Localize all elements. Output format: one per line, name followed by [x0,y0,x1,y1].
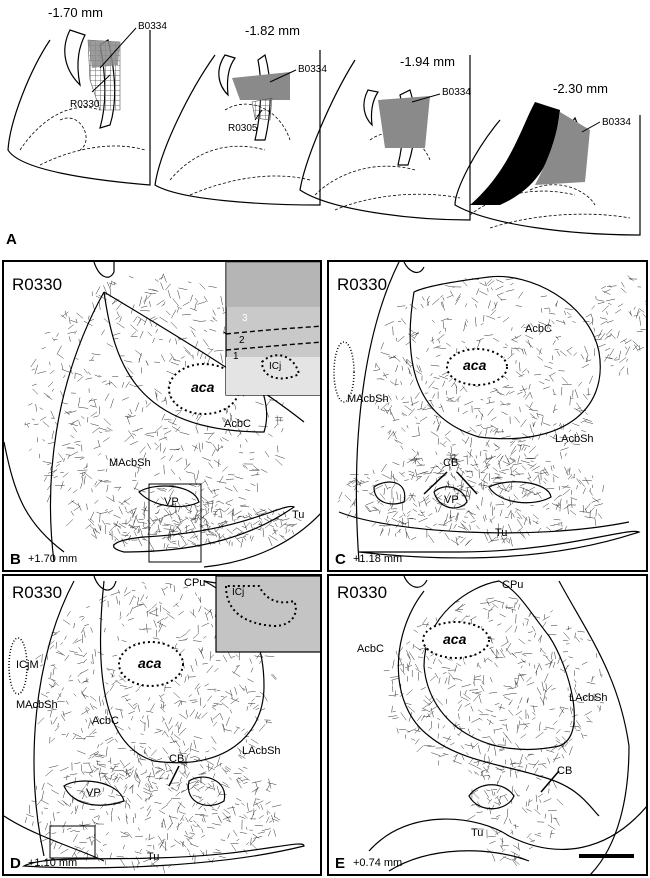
panel-e-cpu-label: CPu [502,579,524,591]
panel-d-icjm-outline [8,637,28,695]
panel-d-aca-label: aca [138,655,162,671]
panel-c-lacbsh-label: LAcbSh [555,433,594,445]
panel-e-acbc-label: AcbC [357,643,384,655]
fiber-texture [466,754,564,867]
panel-c-macbsh-label: MAcbSh [347,393,389,405]
panel-d-lacbsh-label: LAcbSh [242,745,281,757]
panel-d-inset-box [49,825,96,859]
panel-e-aca-outline [422,621,490,659]
panel-d-inset-icj: ICj [232,587,245,598]
section-2-case-b0334: B0334 [298,64,327,75]
panel-b-inset-layer-2: 2 [239,335,245,346]
panel-b-inset-icj: ICj [269,361,282,372]
panel-e-letter: E [335,855,346,872]
panel-b-inset-layer-3: 3 [242,313,248,324]
panel-c-level: +1.18 mm [353,553,403,565]
fiber-texture [25,746,282,874]
panel-c-acbc-label: AcbC [525,323,552,335]
panel-c-aca-outline [446,348,508,386]
section-3-b0334-area [378,96,430,148]
panel-d-letter: D [10,855,21,872]
panel-e-cb-label: CB [557,765,573,777]
section-2-b0334-area [232,72,290,100]
panel-d-macbsh-label: MAcbSh [16,699,58,711]
panel-d-cpu-label: CPu [184,577,206,589]
panel-c: R0330 AcbC aca MAcbSh LAcbSh CB VP Tu C … [327,260,648,572]
panel-b: R0330 aca AcbC MAcbSh VP Tu 3 2 1 ICj B … [2,260,322,572]
panel-a: -1.70 mm B0334 R0330 -1.82 mm B0334 R030… [0,0,650,258]
section-1-level: -1.70 mm [48,5,103,20]
section-1-b0334-area [88,40,120,68]
panel-c-vp-label: VP [444,494,459,506]
panel-d-vp-label: VP [86,787,101,799]
panel-a-letter: A [6,231,17,248]
panel-c-outlines [338,262,641,563]
section-2-case-r0305: R0305 [228,123,258,134]
panel-e-outlines [368,576,646,874]
section-1-case-r0330: R0330 [70,99,100,110]
panel-c-aca-label: aca [463,357,487,373]
panel-d: R0330 CPu aca ICjM MAcbSh AcbC LAcbSh CB… [2,574,322,876]
panel-b-tu-label: Tu [292,509,305,521]
fiber-texture [583,275,646,376]
section-2-level: -1.82 mm [245,23,300,38]
panel-e: R0330 CPu aca AcbC LAcbSh CB Tu E +0.74 … [327,574,648,876]
panel-d-cb-label: CB [169,753,185,765]
fiber-texture [373,277,594,499]
panel-d-drawing [4,576,320,874]
panel-b-inset-box [148,483,202,563]
panel-b-drawing [4,262,320,568]
panel-b-level: +1.70 mm [28,553,78,565]
panel-d-case-id: R0330 [12,583,63,602]
section-1-case-b0334: B0334 [138,21,167,32]
panel-b-letter: B [10,551,21,568]
panel-c-drawing [333,262,646,563]
panel-d-inset-photo [215,576,320,653]
panel-d-icjm-label: ICjM [16,659,39,671]
section-1-dashes [19,107,146,166]
panel-d-acbc-label: AcbC [92,715,119,727]
fiber-texture [85,500,302,551]
panel-c-case-id: R0330 [337,275,388,294]
panel-b-aca-label: aca [191,379,215,395]
panel-a-drawings [7,27,641,236]
scale-bar [579,854,634,858]
section-3-case-b0334: B0334 [442,87,471,98]
panel-e-drawing [368,576,646,874]
panel-b-vp-label: VP [164,496,179,508]
panel-d-aca-outline [118,641,184,687]
panel-b-case-id: R0330 [12,275,63,294]
panel-e-level: +0.74 mm [353,857,403,869]
panel-e-case-id: R0330 [337,583,388,602]
panel-b-macbsh-label: MAcbSh [109,457,151,469]
panel-b-acbc-label: AcbC [224,418,251,430]
section-2-r0305-area [251,97,273,121]
section-4-case-b0334: B0334 [602,117,631,128]
section-4-black-lesion [470,102,560,205]
section-3-level: -1.94 mm [400,54,455,69]
panel-c-tu-label: Tu [495,527,508,539]
panel-e-lacbsh-label: LAcbSh [569,692,608,704]
panel-c-cb-label: CB [443,457,459,469]
panel-e-tu-label: Tu [471,827,484,839]
section-4-b0334-area [535,112,590,185]
panel-d-level: +1.10 mm [28,857,78,869]
section-2-dashes [169,103,311,196]
section-4-level: -2.30 mm [553,81,608,96]
panel-c-letter: C [335,551,346,568]
panel-e-aca-label: aca [443,631,467,647]
panel-b-outlines [4,262,320,568]
panel-d-tu-label: Tu [147,851,160,863]
fiber-texture [383,597,605,780]
panel-c-icj-outline [333,341,355,403]
panel-b-inset-layer-1: 1 [233,351,239,362]
